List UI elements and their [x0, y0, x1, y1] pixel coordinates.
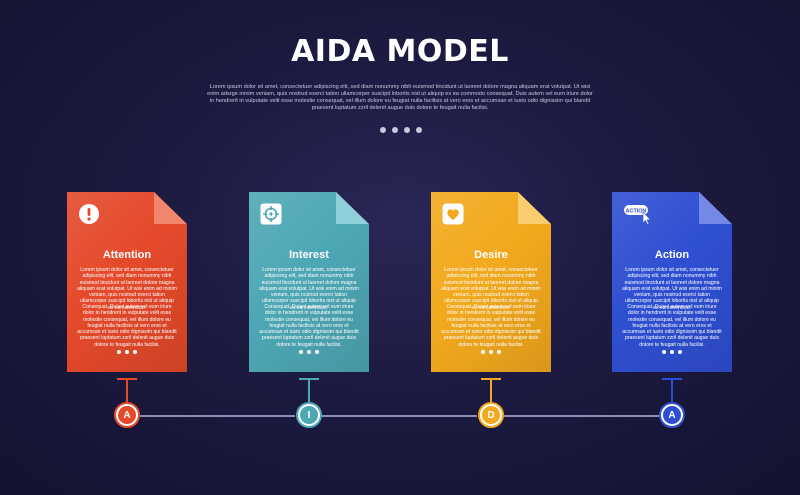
card-text: Consequat. Duisel autem vel eum iriure d…	[77, 304, 177, 348]
badge-letter: I	[300, 406, 318, 424]
connector	[671, 378, 673, 402]
connector	[308, 378, 310, 402]
card-title: Action	[654, 249, 690, 261]
card-title: Attention	[102, 249, 152, 261]
badge-letter: A	[663, 406, 681, 424]
card-fold	[699, 192, 732, 224]
card-text: Lorem ipsum dolor sit amet, consectetuer…	[259, 267, 359, 311]
connector	[126, 378, 128, 402]
card-dots	[612, 350, 732, 354]
step-badge-attention: A	[114, 402, 140, 428]
timeline-line	[322, 415, 477, 417]
card-action: ACTION Action Lorem ipsum dolor sit amet…	[612, 192, 732, 372]
card-interest: Interest Lorem ipsum dolor sit amet, con…	[249, 192, 369, 372]
connector	[490, 378, 492, 402]
action-cursor-icon: ACTION	[624, 205, 652, 225]
card-fold	[518, 192, 551, 224]
step-badge-interest: I	[296, 402, 322, 428]
card-text: Consequat. Duisel autem vel eum iriure d…	[441, 304, 541, 348]
card-dots	[249, 350, 369, 354]
card-text: Consequat. Duisel autem vel eum iriure d…	[259, 304, 359, 348]
card-text: Consequat. Duisel autem vel eum iriure d…	[622, 304, 722, 348]
exclamation-icon	[79, 204, 99, 224]
step-badge-desire: D	[478, 402, 504, 428]
pagination-dots	[380, 127, 422, 133]
badge-letter: A	[118, 406, 136, 424]
card-text: Lorem ipsum dolor sit amet, consectetuer…	[77, 267, 177, 311]
card-title: Desire	[474, 249, 508, 261]
page-title: AIDA MODEL	[291, 34, 509, 69]
timeline-line	[504, 415, 659, 417]
card-fold	[336, 192, 369, 224]
step-badge-action: A	[659, 402, 685, 428]
card-dots	[431, 350, 551, 354]
card-text: Lorem ipsum dolor sit amet, consectetuer…	[622, 267, 722, 311]
dot	[404, 127, 410, 133]
intro-text: Lorem ipsum dolor sit amet, consectetuer…	[207, 84, 593, 111]
target-icon	[260, 203, 282, 225]
badge-letter: D	[482, 406, 500, 424]
action-icon-label: ACTION	[626, 209, 647, 215]
timeline-line	[140, 415, 295, 417]
card-dots	[67, 350, 187, 354]
dot	[392, 127, 398, 133]
card-title: Interest	[289, 249, 329, 261]
card-text: Lorem ipsum dolor sit amet, consectetuer…	[441, 267, 541, 311]
dot	[380, 127, 386, 133]
card-fold	[154, 192, 187, 224]
heart-icon	[442, 203, 464, 225]
dot	[416, 127, 422, 133]
